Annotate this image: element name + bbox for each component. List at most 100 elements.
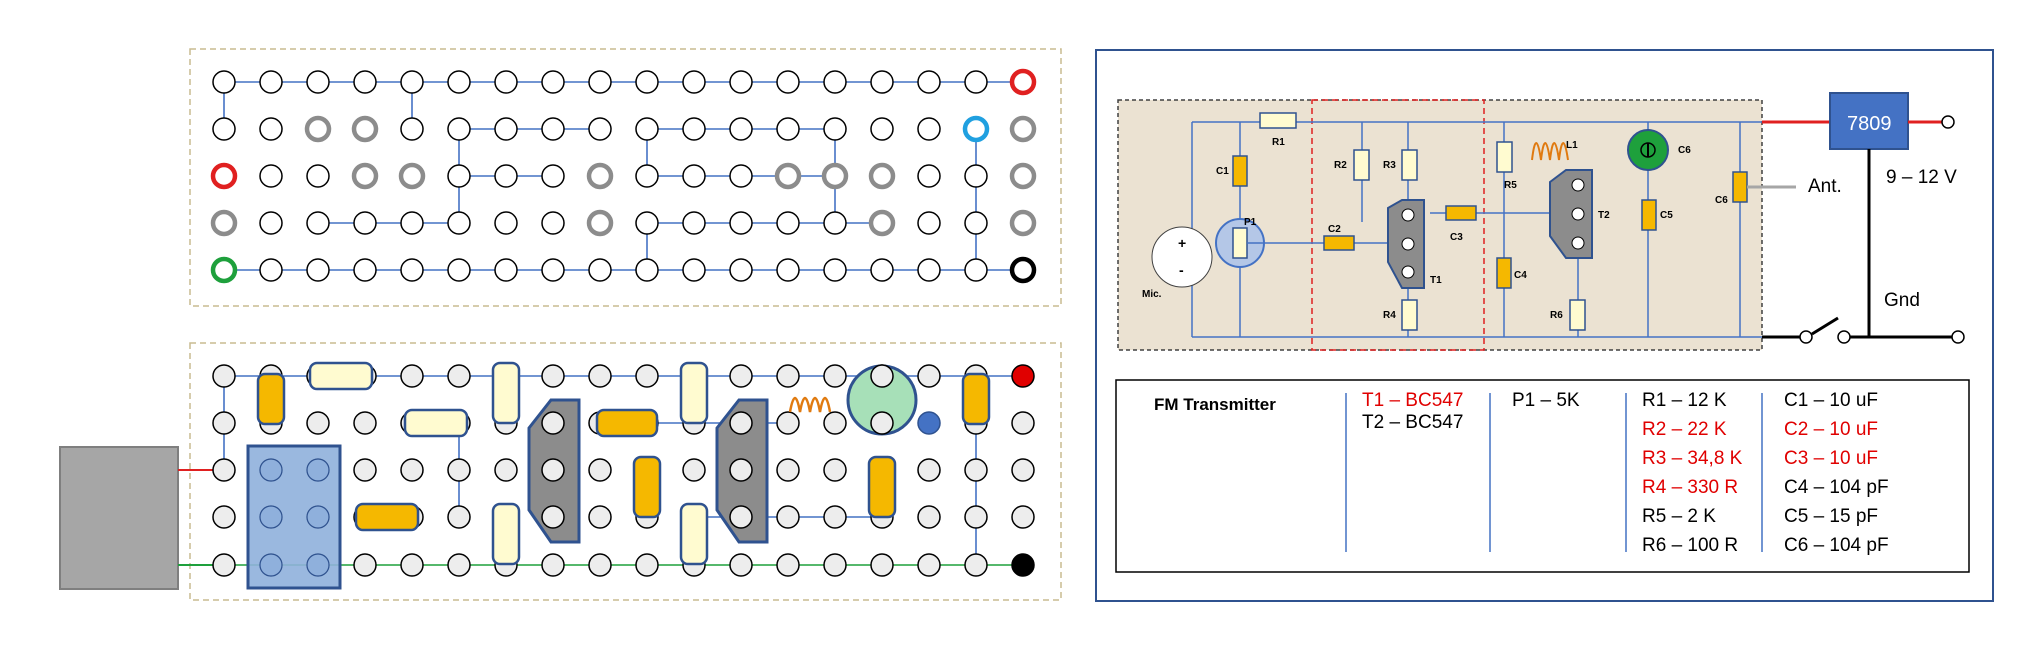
table-capacitor-1: C2 – 10 uF xyxy=(1784,419,1878,440)
top-hole xyxy=(400,117,424,141)
bottom-hole xyxy=(400,458,424,482)
bottom-hole xyxy=(541,364,565,388)
bottom-board-components xyxy=(246,361,991,590)
top-hole xyxy=(1009,115,1037,143)
top-hole xyxy=(1009,256,1037,284)
r5-resistor xyxy=(679,361,709,425)
top-hole xyxy=(635,258,659,282)
top-hole xyxy=(964,258,988,282)
top-hole xyxy=(868,209,896,237)
top-hole xyxy=(962,115,990,143)
bottom-hole xyxy=(682,458,706,482)
top-hole xyxy=(682,70,706,94)
top-hole xyxy=(210,209,238,237)
label-c4: C4 xyxy=(1514,270,1527,281)
top-hole xyxy=(541,164,565,188)
bottom-hole xyxy=(588,505,612,529)
label-mic: Mic. xyxy=(1142,289,1162,300)
bottom-hole xyxy=(212,364,236,388)
top-hole xyxy=(964,211,988,235)
top-hole xyxy=(682,117,706,141)
c5-cap xyxy=(867,455,897,519)
microphone xyxy=(1151,226,1213,288)
c1-capacitor xyxy=(1232,155,1248,187)
label-l1: L1 xyxy=(1566,140,1578,151)
top-hole xyxy=(494,117,518,141)
top-hole xyxy=(353,70,377,94)
top-hole xyxy=(212,117,236,141)
top-hole xyxy=(776,258,800,282)
top-hole xyxy=(259,117,283,141)
top-hole xyxy=(447,164,471,188)
top-hole xyxy=(494,211,518,235)
bottom-hole xyxy=(1011,553,1035,577)
bottom-hole xyxy=(917,505,941,529)
top-hole xyxy=(306,258,330,282)
top-hole xyxy=(635,70,659,94)
bottom-hole xyxy=(917,364,941,388)
top-hole xyxy=(210,162,238,190)
label-r4: R4 xyxy=(1383,310,1396,321)
bottom-hole xyxy=(212,553,236,577)
top-hole xyxy=(823,258,847,282)
top-hole xyxy=(398,162,426,190)
top-hole xyxy=(1009,68,1037,96)
antenna-label: Ant. xyxy=(1808,176,1842,197)
top-hole xyxy=(588,117,612,141)
top-hole xyxy=(541,117,565,141)
bottom-hole xyxy=(964,458,988,482)
table-resistors: R1 – 12 KR2 – 22 KR3 – 34,8 KR4 – 330 RR… xyxy=(1642,390,1743,556)
r1-resistor xyxy=(1259,112,1297,129)
top-board-outline xyxy=(189,48,1062,307)
top-hole xyxy=(353,258,377,282)
top-hole xyxy=(635,211,659,235)
bottom-hole xyxy=(823,553,847,577)
parts-table-dividers xyxy=(1345,393,1763,552)
top-hole xyxy=(351,115,379,143)
top-hole xyxy=(868,162,896,190)
label-t1: T1 xyxy=(1430,275,1442,286)
top-hole xyxy=(964,164,988,188)
bottom-hole xyxy=(776,505,800,529)
voltage-label: 9 – 12 V xyxy=(1886,167,1957,188)
bottom-hole xyxy=(823,505,847,529)
bottom-hole xyxy=(917,553,941,577)
top-hole xyxy=(259,258,283,282)
c3-capacitor xyxy=(1445,205,1477,221)
l1-inductor xyxy=(1531,142,1569,161)
r3-resistor xyxy=(491,361,521,425)
label-r5: R5 xyxy=(1504,180,1517,191)
bottom-hole xyxy=(494,458,518,482)
gnd-terminal xyxy=(1951,330,1965,344)
label-c6: C6 xyxy=(1678,145,1691,156)
top-hole xyxy=(306,70,330,94)
bottom-hole xyxy=(400,364,424,388)
label-c3: C3 xyxy=(1450,232,1463,243)
top-hole xyxy=(306,211,330,235)
top-hole xyxy=(870,117,894,141)
table-resistor-3: R4 – 330 R xyxy=(1642,477,1738,498)
top-hole xyxy=(682,258,706,282)
top-hole xyxy=(1009,162,1037,190)
bottom-hole xyxy=(776,553,800,577)
bottom-hole xyxy=(400,553,424,577)
inductor-coil xyxy=(788,396,832,413)
battery-block xyxy=(59,446,179,590)
top-hole xyxy=(729,211,753,235)
bottom-hole xyxy=(917,411,941,435)
table-capacitor-0: C1 – 10 uF xyxy=(1784,390,1878,411)
bottom-hole xyxy=(353,411,377,435)
bottom-hole xyxy=(823,364,847,388)
top-hole xyxy=(823,70,847,94)
table-pot-0: P1 – 5K xyxy=(1512,390,1580,411)
top-hole xyxy=(870,258,894,282)
table-pots: P1 – 5K xyxy=(1512,390,1580,411)
label-c2: C2 xyxy=(1328,224,1341,235)
top-hole xyxy=(304,115,332,143)
top-hole xyxy=(400,258,424,282)
top-hole xyxy=(259,164,283,188)
bottom-hole xyxy=(964,553,988,577)
r4-resistor xyxy=(1401,299,1418,331)
table-resistor-5: R6 – 100 R xyxy=(1642,535,1738,556)
